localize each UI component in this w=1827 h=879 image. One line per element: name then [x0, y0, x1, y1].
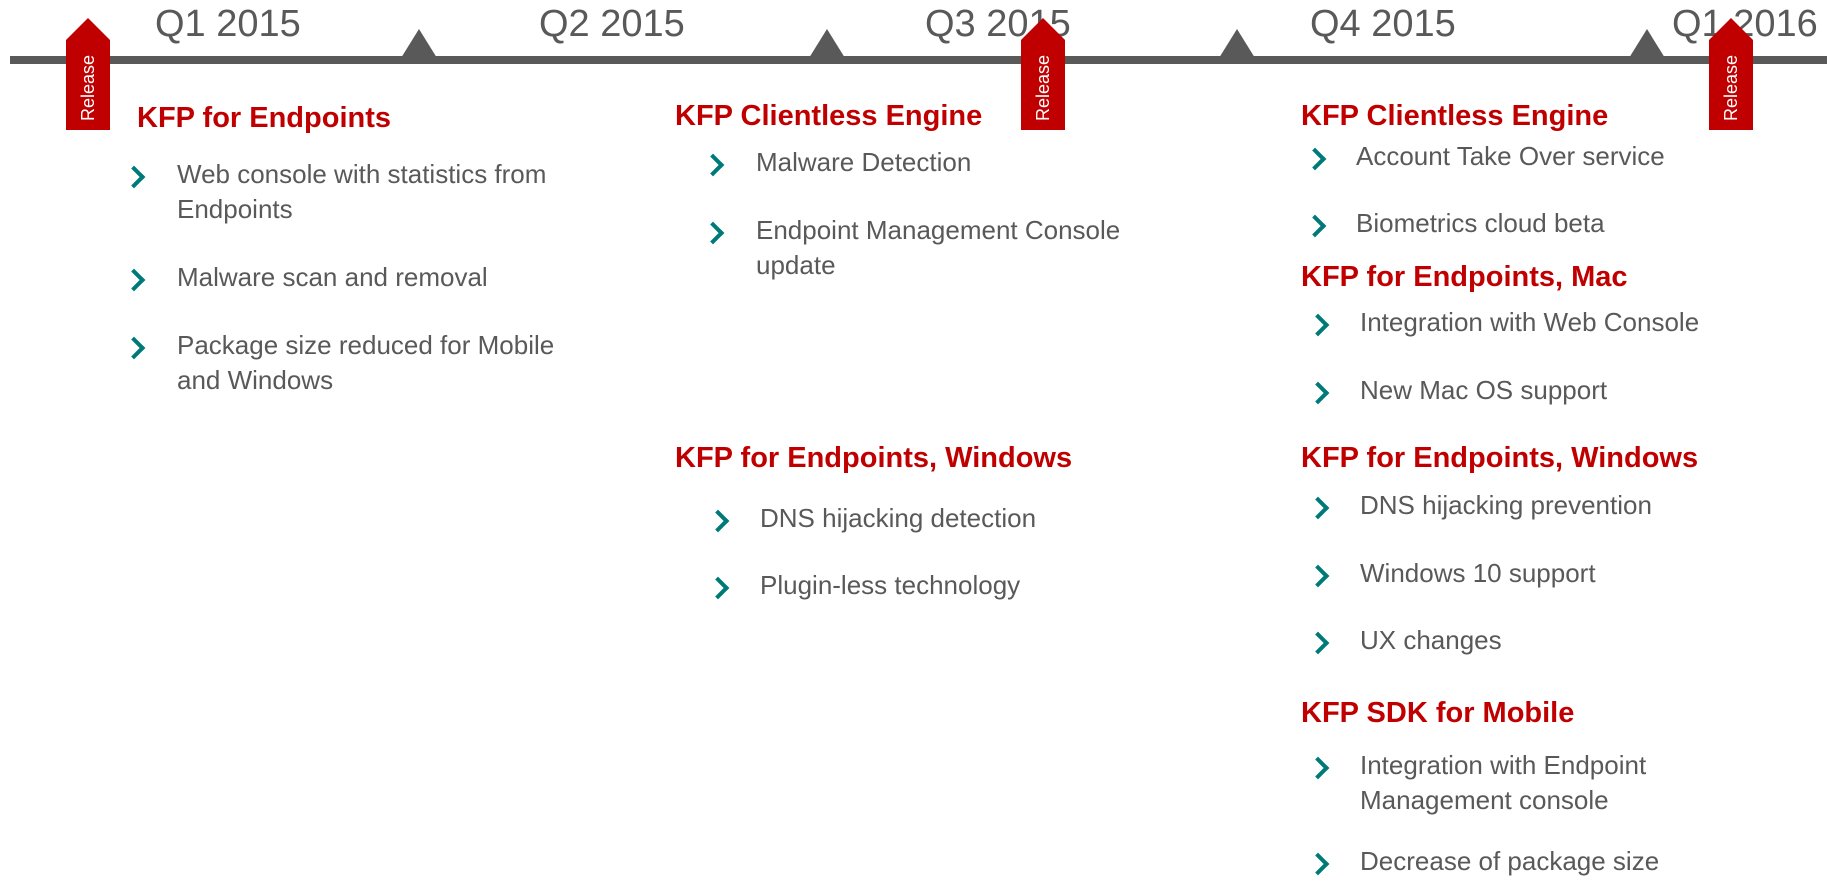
quarter-label-q1-2015: Q1 2015 [155, 3, 301, 45]
chevron-right-icon [122, 336, 146, 360]
list-item: Integration with Endpoint Management con… [1360, 750, 1647, 815]
list-item: UX changes [1360, 625, 1502, 655]
chevron-right-icon [1303, 147, 1327, 171]
chevron-right-icon [706, 576, 730, 600]
section-title-kfp-endpoints-windows: KFP for Endpoints, Windows [1301, 442, 1699, 474]
chevron-right-icon [701, 153, 725, 177]
list-item: Malware scan and removal [177, 262, 488, 292]
section-title-kfp-endpoints-windows: KFP for Endpoints, Windows [675, 442, 1073, 474]
list-item: Integration with Web Console [1360, 307, 1700, 337]
section-title-kfp-sdk-mobile: KFP SDK for Mobile [1301, 697, 1575, 729]
chevron-right-icon [701, 221, 725, 245]
list-item: New Mac OS support [1360, 375, 1608, 405]
list-item: Malware Detection [756, 147, 972, 177]
release-flag-q1-2015: Release [66, 18, 110, 130]
list-item: Account Take Over service [1356, 141, 1665, 171]
section-title-kfp-endpoints-mac: KFP for Endpoints, Mac [1301, 261, 1628, 293]
chevron-right-icon [1306, 496, 1330, 520]
release-label: Release [1033, 54, 1053, 122]
section-title-kfp-endpoints: KFP for Endpoints [137, 102, 392, 134]
chevron-right-icon [1306, 631, 1330, 655]
quarter-marker-triangle [401, 29, 437, 58]
release-label: Release [78, 54, 98, 122]
chevron-right-icon [1303, 214, 1327, 238]
chevron-right-icon [1306, 313, 1330, 337]
chevron-right-icon [1306, 564, 1330, 588]
quarter-label-q4-2015: Q4 2015 [1310, 3, 1456, 45]
list-item: Plugin-less technology [760, 570, 1021, 600]
chevron-right-icon [122, 268, 146, 292]
list-item: Decrease of package size [1360, 846, 1660, 876]
list-item: Web console with statistics from Endpoin… [177, 159, 547, 224]
chevron-right-icon [122, 165, 146, 189]
quarter-marker-triangle [809, 29, 845, 58]
release-flag-shape [1709, 18, 1753, 130]
release-flag-q1-2016: Release [1709, 18, 1753, 130]
release-label: Release [1721, 54, 1741, 122]
section-title-kfp-clientless-engine: KFP Clientless Engine [1301, 100, 1609, 132]
timeline-axis [10, 56, 1827, 64]
release-flag-q3-2015: Release [1021, 18, 1065, 130]
list-item: DNS hijacking detection [760, 503, 1037, 533]
list-item: Windows 10 support [1360, 558, 1596, 588]
chevron-right-icon [1306, 381, 1330, 405]
list-item: DNS hijacking prevention [1360, 490, 1652, 520]
list-item: Biometrics cloud beta [1356, 208, 1605, 238]
section-title-kfp-clientless-engine: KFP Clientless Engine [675, 100, 983, 132]
chevron-right-icon [1306, 852, 1330, 876]
chevron-right-icon [1306, 756, 1330, 780]
release-flag-shape [66, 18, 110, 130]
list-item: Package size reduced for Mobile and Wind… [177, 330, 555, 395]
quarter-label-q2-2015: Q2 2015 [539, 3, 685, 45]
quarter-marker-triangle [1629, 29, 1665, 58]
list-item: Endpoint Management Console update [756, 215, 1121, 280]
release-flag-shape [1021, 18, 1065, 130]
quarter-marker-triangle [1219, 29, 1255, 58]
chevron-right-icon [706, 509, 730, 533]
